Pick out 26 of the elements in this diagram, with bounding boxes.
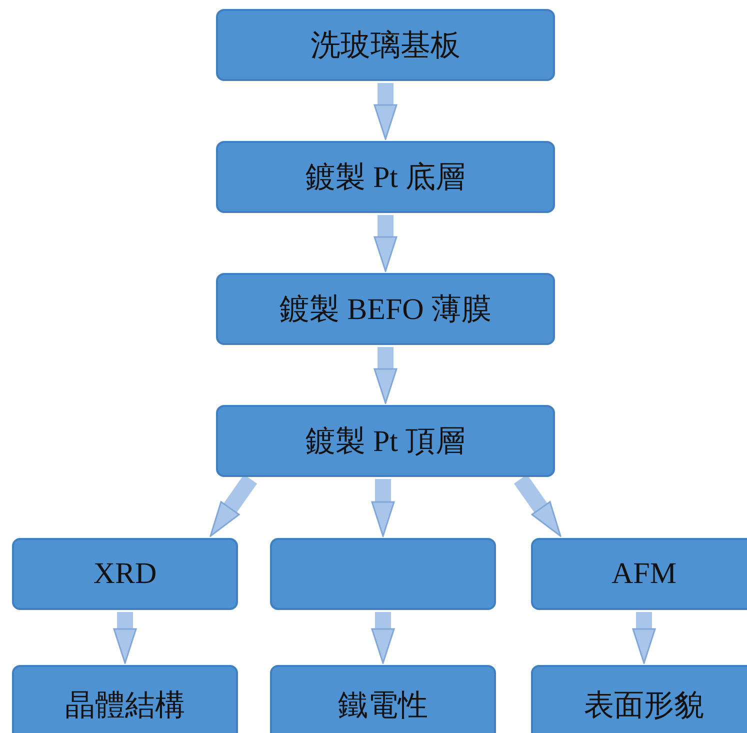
block-arrow: [374, 347, 398, 404]
process-box: [216, 273, 555, 345]
box-label: 晶體結構: [65, 688, 185, 724]
process-box: [270, 665, 496, 733]
process-box: [531, 665, 747, 733]
box-label: AFM: [611, 557, 677, 591]
process-box: [216, 9, 555, 81]
process-box: [270, 538, 496, 610]
box-label: XRD: [93, 557, 157, 591]
process-box: [12, 665, 238, 733]
block-arrow: [371, 612, 395, 664]
box-label: 表面形貌: [584, 688, 704, 724]
box-label: 鍍製 BEFO 薄膜: [280, 292, 492, 328]
block-arrow: [632, 612, 656, 664]
block-arrow: [374, 83, 398, 140]
box-label: 鐵電性: [338, 688, 428, 724]
box-label: 鍍製 Pt 頂層: [305, 424, 466, 460]
block-arrow: [374, 215, 398, 272]
box-label: 洗玻璃基板: [310, 28, 460, 64]
process-box: [531, 538, 747, 610]
process-box: [216, 141, 555, 213]
block-arrow: [371, 479, 395, 537]
process-box: [12, 538, 238, 610]
block-arrow: [113, 612, 137, 664]
process-box: [216, 405, 555, 477]
box-label: 鍍製 Pt 底層: [305, 160, 466, 196]
